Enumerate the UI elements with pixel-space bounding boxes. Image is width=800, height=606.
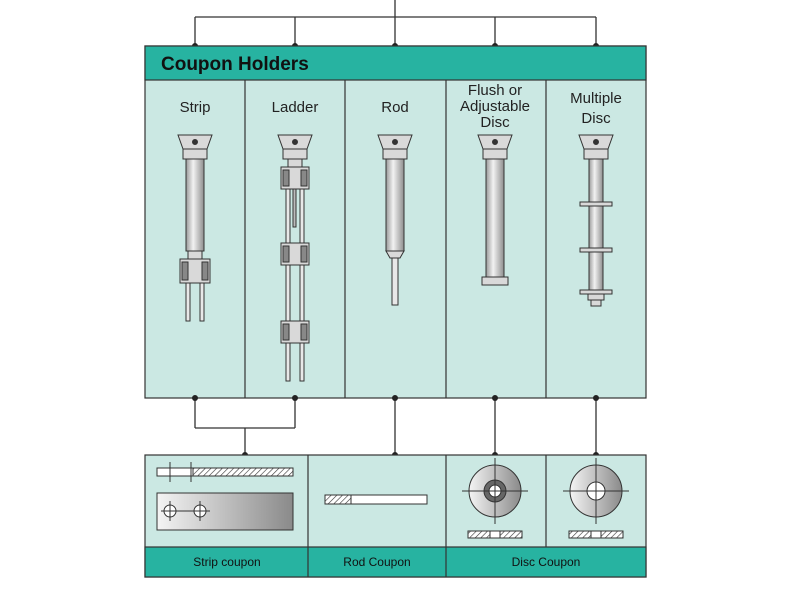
- holder-header-bar: [144, 45, 647, 81]
- top-connector-lines: [194, 0, 597, 46]
- strip-coupon-illustration: [156, 462, 294, 531]
- multiple-disc-coupon-illustration: [563, 458, 629, 539]
- holder-label-multiple-line2: Disc: [581, 110, 611, 127]
- holder-label-flush-line3: Disc: [480, 114, 510, 131]
- strip-holder-illustration: [177, 134, 213, 322]
- holder-column-dividers: [244, 80, 547, 398]
- bottom-connector-lines: [194, 398, 597, 455]
- holder-label-multiple-line1: Multiple: [570, 90, 622, 107]
- page-title: Coupon Holders: [161, 54, 309, 75]
- holder-label-flush-line2: Adjustable: [460, 98, 530, 115]
- flush-disc-coupon-illustration: [462, 458, 528, 539]
- rod-holder-illustration: [377, 134, 413, 306]
- holder-label-rod: Rod: [381, 99, 409, 116]
- coupon-label-disc: Disc Coupon: [512, 555, 581, 569]
- ladder-holder-illustration: [277, 134, 313, 382]
- holder-label-strip: Strip: [180, 99, 211, 116]
- holder-label-ladder: Ladder: [272, 99, 319, 116]
- coupon-footer-bar: [144, 546, 647, 578]
- rod-coupon-illustration: [324, 494, 428, 505]
- coupon-label-strip: Strip coupon: [193, 555, 260, 569]
- holder-label-flush-line1: Flush or: [468, 82, 522, 99]
- coupon-column-dividers: [307, 455, 547, 577]
- flush-disc-holder-illustration: [477, 134, 513, 286]
- coupon-label-rod: Rod Coupon: [343, 555, 410, 569]
- multiple-disc-holder-illustration: [578, 134, 614, 307]
